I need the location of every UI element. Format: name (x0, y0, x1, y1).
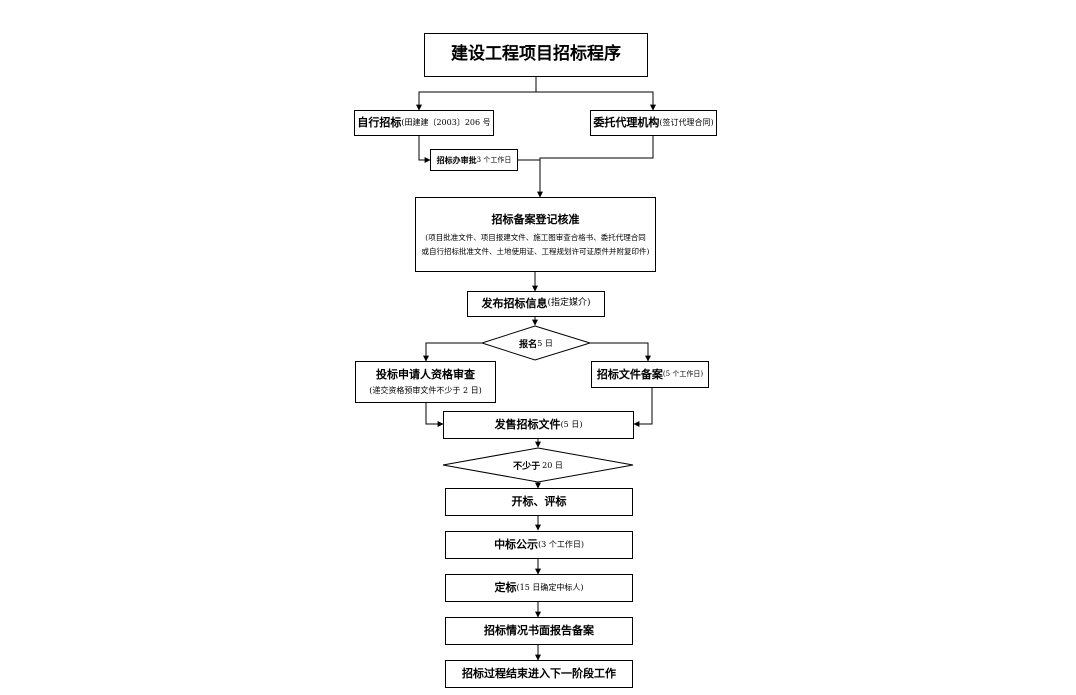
registration-label: 招标备案登记核准 (491, 212, 580, 226)
report-label: 招标情况书面报告备案 (484, 624, 594, 638)
publish-box: 发布招标信息 (指定媒介) (467, 291, 605, 317)
signup-label: 报名 (519, 339, 538, 350)
registration-line1: (项目批准文件、项目报建文件、施工图审查合格书、委托代理合同 (425, 232, 646, 242)
min-days-label: 不少于 (513, 461, 541, 472)
self-tender-to-approval-arrow (418, 136, 431, 163)
award-note: (15 日确定中标人) (516, 583, 584, 592)
qualification-to-sell-arrow (425, 403, 444, 427)
doc-filing-to-sell-arrow (633, 388, 653, 427)
signup-diamond (480, 325, 592, 361)
bid-open-box: 开标、评标 (445, 488, 633, 516)
min-days-note: 20 日 (542, 460, 563, 470)
award-box: 定标 (15 日确定中标人) (445, 574, 633, 602)
award-label: 定标 (494, 581, 517, 595)
approval-box: 招标办审批 3 个工作日 (430, 149, 518, 171)
sell-docs-label: 发售招标文件 (494, 418, 561, 432)
sell-docs-box: 发售招标文件 (5 日) (443, 411, 634, 439)
publish-note: (指定媒介) (547, 298, 591, 309)
registration-line2: 或自行招标批准文件、土地使用证、工程规划许可证原件并附复印件) (421, 246, 650, 256)
approval-note: 3 个工作日 (476, 155, 512, 164)
page-title-text: 建设工程项目招标程序 (451, 44, 621, 65)
min-days-label-wrap: 不少于 20 日 (443, 448, 633, 482)
self-tender-box: 自行招标 (田建建〔2003〕206 号 (354, 110, 494, 136)
approval-label: 招标办审批 (436, 155, 477, 165)
min-days-diamond (442, 447, 634, 483)
entrust-agency-box: 委托代理机构 (签订代理合同) (590, 110, 717, 136)
signup-label-wrap: 报名 5 日 (482, 326, 590, 360)
self-tender-label: 自行招标 (357, 116, 402, 130)
signup-to-qualification-arrow (423, 342, 482, 362)
qualification-box: 投标申请人资格审查 (递交资格预审文件不少于 2 日) (355, 361, 496, 403)
title-to-self-tender-arrow (416, 77, 537, 111)
bid-open-label: 开标、评标 (511, 495, 567, 509)
entrust-agency-label: 委托代理机构 (593, 116, 660, 130)
doc-filing-box: 招标文件备案 (5 个工作日) (591, 361, 709, 388)
publish-label: 发布招标信息 (481, 297, 548, 311)
qualification-label: 投标申请人资格审查 (376, 368, 475, 382)
signup-to-doc-filing-arrow (590, 342, 651, 362)
publicity-box: 中标公示 (3 个工作日) (445, 531, 633, 559)
self-tender-note: (田建建〔2003〕206 号 (401, 118, 491, 127)
doc-filing-note: (5 个工作日) (662, 370, 704, 379)
report-box: 招标情况书面报告备案 (445, 617, 633, 645)
title-to-entrust-arrow (536, 91, 656, 111)
finish-label: 招标过程结束进入下一阶段工作 (462, 667, 616, 681)
registration-box: 招标备案登记核准 (项目批准文件、项目报建文件、施工图审查合格书、委托代理合同 … (415, 197, 656, 272)
qualification-note: (递交资格预审文件不少于 2 日) (369, 385, 482, 395)
doc-filing-label: 招标文件备案 (596, 367, 663, 381)
entrust-agency-note: (签订代理合同) (659, 118, 714, 127)
finish-box: 招标过程结束进入下一阶段工作 (445, 660, 633, 688)
entrust-to-registration-arrow (537, 136, 654, 198)
page-title: 建设工程项目招标程序 (424, 33, 648, 77)
signup-note: 5 日 (537, 338, 553, 348)
publicity-label: 中标公示 (494, 538, 539, 552)
sell-docs-note: (5 日) (560, 420, 583, 429)
publicity-note: (3 个工作日) (538, 540, 584, 549)
